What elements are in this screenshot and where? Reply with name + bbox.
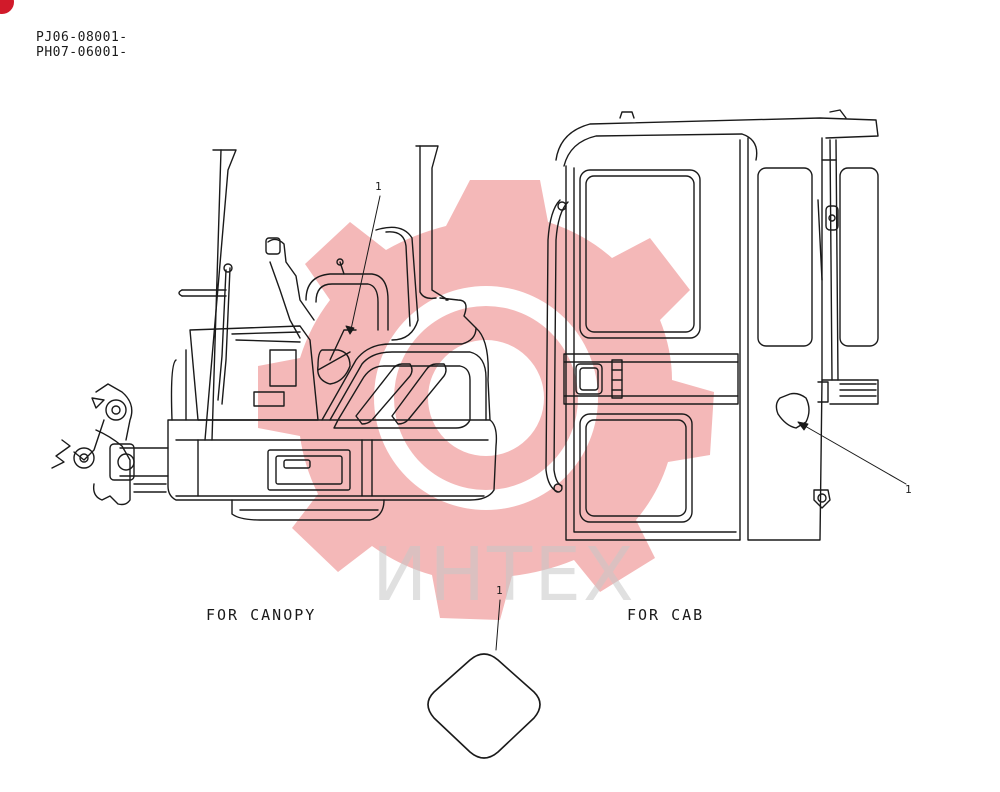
caption-for-cab: FOR CAB — [627, 606, 705, 624]
serial-range: PJ06-08001- PH07-06001- — [36, 30, 128, 60]
caption-for-canopy: FOR CANOPY — [206, 606, 317, 624]
decal-part-drawing — [427, 599, 541, 759]
callout-cab-number: 1 — [905, 483, 912, 496]
canopy-excavator-drawing — [51, 145, 498, 521]
callout-canopy-number: 1 — [375, 180, 382, 193]
cab-drawing — [545, 109, 907, 541]
watermark-text: ИНТЕХ — [372, 532, 636, 618]
callout-part-number: 1 — [496, 584, 503, 597]
serial-line: PH07-06001- — [36, 45, 128, 60]
serial-line: PJ06-08001- — [36, 30, 128, 45]
